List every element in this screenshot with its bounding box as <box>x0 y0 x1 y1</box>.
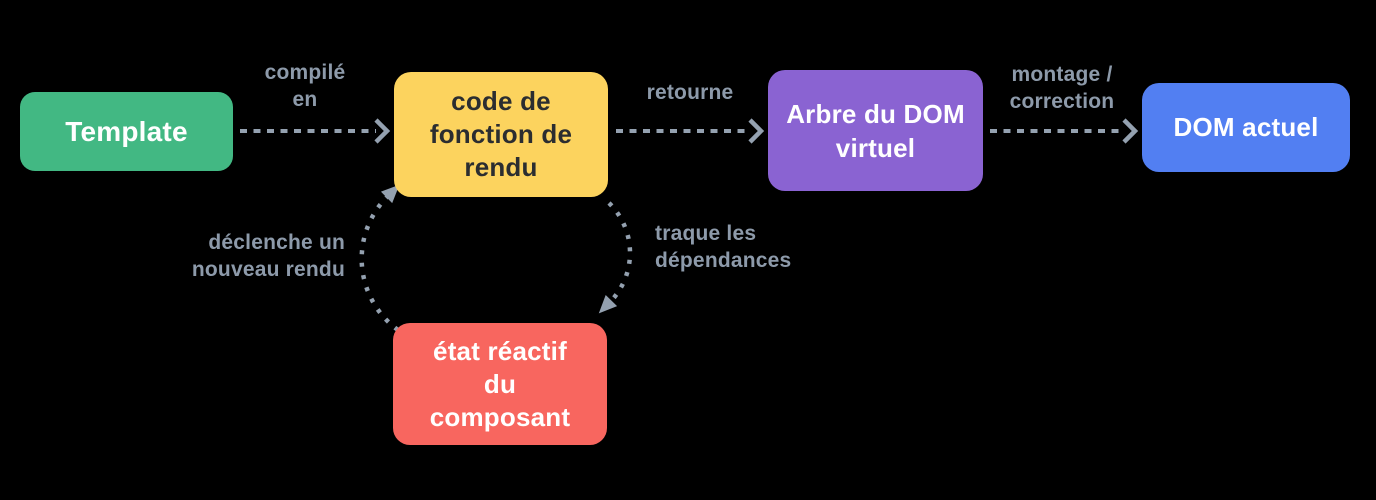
node-actual-dom: DOM actuel <box>1142 83 1350 172</box>
arrow-render-code-to-state-loop <box>598 201 633 314</box>
node-component-reactive-state: état réactif du composant <box>393 323 607 445</box>
edge-label-tracks-dependencies: traque les dépendances <box>655 222 792 272</box>
edge-label-mount-patch: montage / correction <box>1009 63 1115 113</box>
node-virtual-dom-tree: Arbre du DOM virtuel <box>768 70 983 191</box>
edge-label-compiled-into: compilé en <box>264 61 346 111</box>
node-render-function-code: code de fonction de rendu <box>394 72 608 197</box>
arrow-state-to-render-code-loop <box>359 184 400 332</box>
edge-label-triggers-rerender: déclenche un nouveau rendu <box>191 231 345 281</box>
node-template: Template <box>20 92 233 171</box>
edge-label-returns: retourne <box>646 81 734 104</box>
